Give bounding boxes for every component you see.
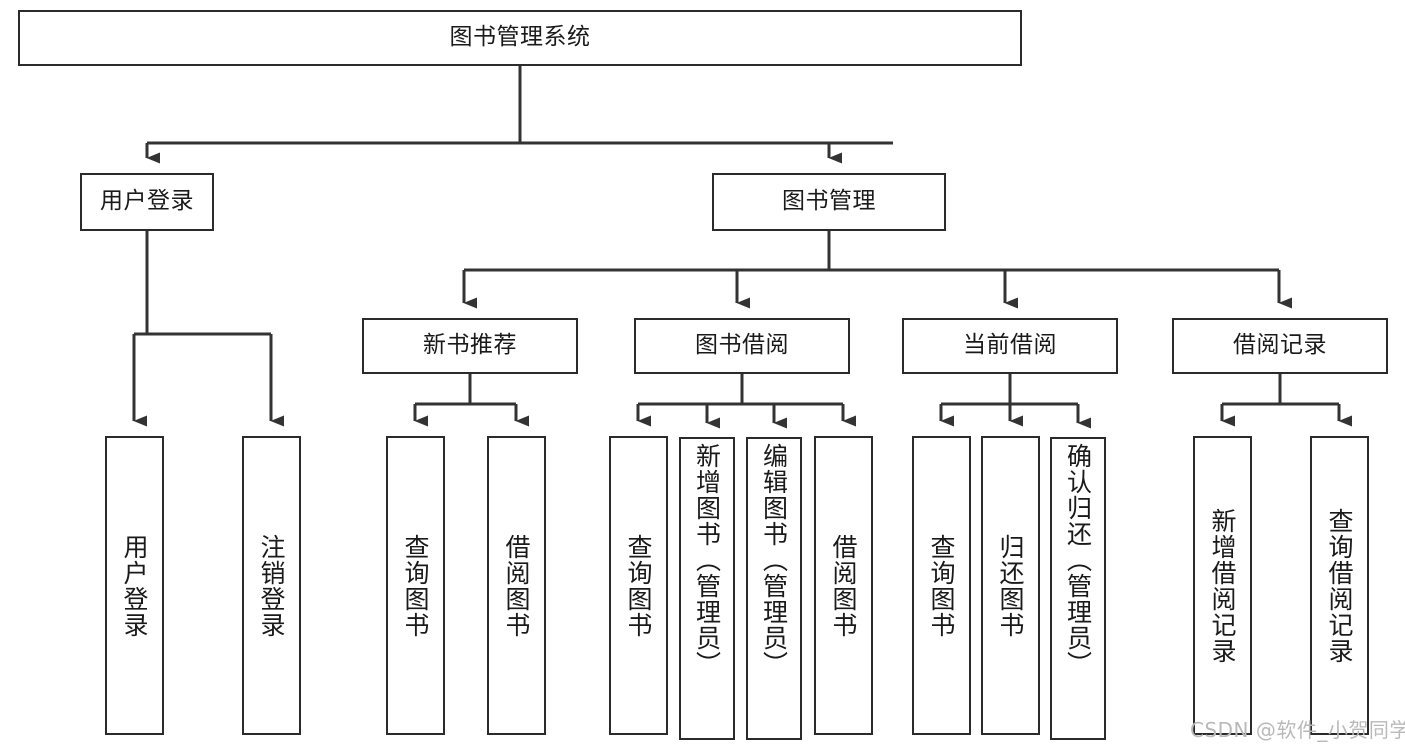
node-user-login[interactable]: 用户登录 [80,173,214,231]
node-leaf-return-book-label: 归还图书 [996,533,1025,638]
node-book-borrow[interactable]: 图书借阅 [634,318,850,374]
node-leaf-user-logout[interactable]: 注销登录 [242,436,301,735]
node-leaf-user-logout-label: 注销登录 [257,533,286,638]
node-leaf-query-book-3-label: 查询图书 [927,533,956,638]
node-leaf-borrow-book-2-label: 借阅图书 [829,533,858,638]
csdn-watermark: CSDN @软件_小贺同学 [1190,718,1405,742]
node-leaf-query-book-2[interactable]: 查询图书 [609,436,668,735]
node-leaf-confirm-return[interactable]: 确认归还（管理员） [1050,437,1106,740]
node-leaf-return-book[interactable]: 归还图书 [981,436,1040,735]
node-root-label: 图书管理系统 [449,24,591,51]
node-leaf-query-book-2-label: 查询图书 [624,533,653,638]
node-leaf-user-login-label: 用户登录 [120,533,149,638]
node-leaf-add-book[interactable]: 新增图书（管理员） [679,437,735,740]
node-leaf-edit-book[interactable]: 编辑图书（管理员） [746,437,802,740]
node-borrow-record[interactable]: 借阅记录 [1172,318,1388,374]
node-leaf-query-record-label: 查询借阅记录 [1325,507,1354,664]
node-leaf-confirm-return-label: 确认归还（管理员） [1063,443,1093,677]
node-leaf-add-record[interactable]: 新增借阅记录 [1193,436,1252,735]
node-leaf-edit-book-label: 编辑图书（管理员） [759,443,789,677]
node-new-book-recommend[interactable]: 新书推荐 [362,318,578,374]
node-book-management[interactable]: 图书管理 [712,173,946,231]
node-leaf-query-book-3[interactable]: 查询图书 [912,436,971,735]
node-leaf-borrow-book-1-label: 借阅图书 [502,533,531,638]
node-current-borrow[interactable]: 当前借阅 [902,318,1118,374]
node-borrow-record-label: 借阅记录 [1233,332,1327,359]
node-book-management-label: 图书管理 [782,188,876,215]
node-root[interactable]: 图书管理系统 [18,10,1022,66]
node-leaf-borrow-book-1[interactable]: 借阅图书 [487,436,546,735]
node-user-login-label: 用户登录 [100,188,194,215]
node-current-borrow-label: 当前借阅 [963,332,1057,359]
node-leaf-query-book-1[interactable]: 查询图书 [386,436,445,735]
node-leaf-query-book-1-label: 查询图书 [401,533,430,638]
node-new-book-recommend-label: 新书推荐 [423,332,517,359]
node-book-borrow-label: 图书借阅 [695,332,789,359]
node-leaf-user-login[interactable]: 用户登录 [105,436,164,735]
node-leaf-add-record-label: 新增借阅记录 [1208,507,1237,664]
node-leaf-add-book-label: 新增图书（管理员） [692,443,722,677]
node-leaf-query-record[interactable]: 查询借阅记录 [1310,436,1369,735]
node-leaf-borrow-book-2[interactable]: 借阅图书 [814,436,873,735]
